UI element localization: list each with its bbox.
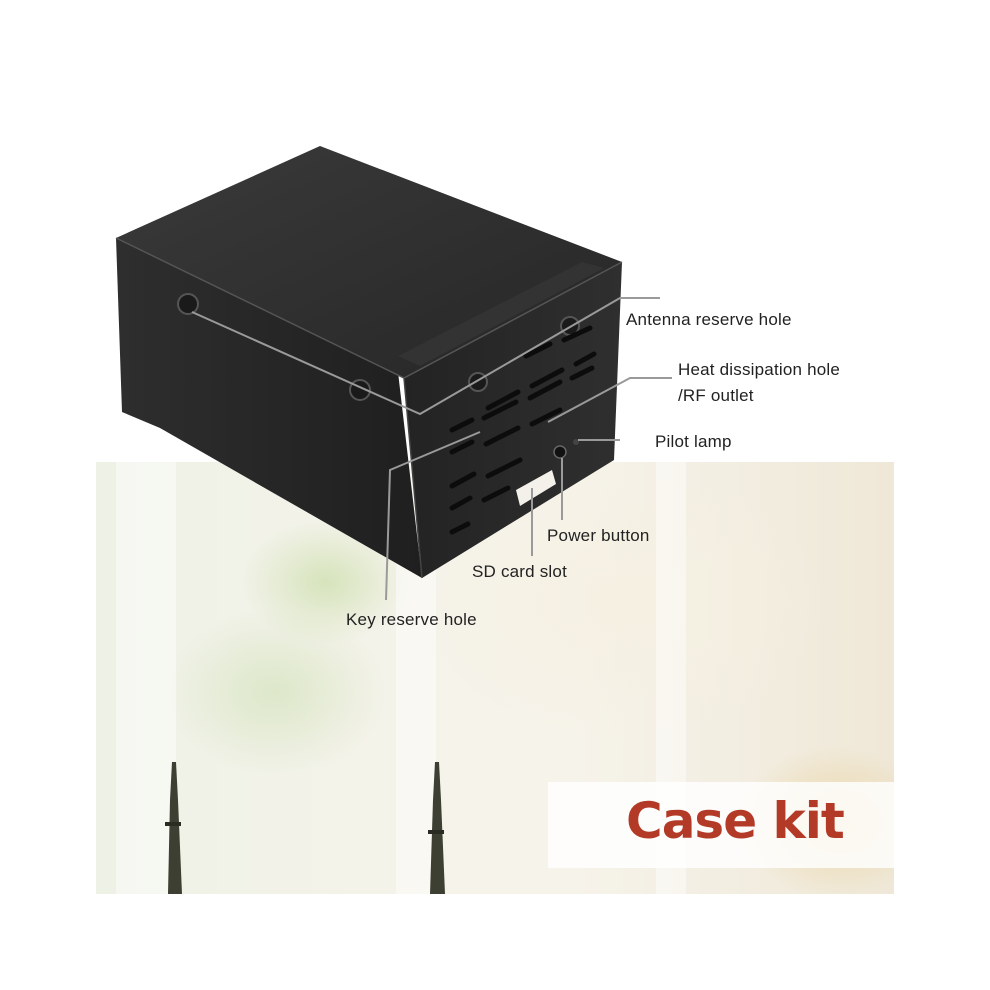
callout-sd-card-slot: SD card slot	[472, 562, 567, 581]
lid-seam	[398, 262, 604, 366]
blurred-room-background	[96, 462, 894, 894]
callout-heat-dissipation-line1: Heat dissipation hole	[678, 360, 841, 379]
key-reserve-hole-line	[385, 431, 481, 601]
callout-antenna-reserve-hole: Antenna reserve hole	[626, 310, 792, 329]
callout-pilot-lamp: Pilot lamp	[655, 432, 732, 451]
sd-card-slot	[516, 470, 556, 506]
title-banner	[548, 782, 894, 868]
right-antenna	[428, 762, 445, 894]
banner-title: Case kit	[626, 792, 845, 850]
power-button	[553, 445, 567, 459]
pilot-lamp	[573, 439, 579, 445]
case-edge	[403, 377, 423, 579]
callout-power-button: Power button	[547, 526, 650, 545]
callout-key-reserve-hole: Key reserve hole	[346, 610, 477, 629]
heat-dissipation-vents	[449, 325, 597, 535]
side-screw-hole	[177, 293, 199, 315]
callout-heat-dissipation-line2: /RF outlet	[678, 386, 754, 405]
antenna-reserve-hole-line	[191, 297, 660, 416]
left-antenna	[165, 762, 182, 894]
case-side-panel	[116, 238, 422, 578]
heat-dissipation-line	[547, 377, 672, 423]
